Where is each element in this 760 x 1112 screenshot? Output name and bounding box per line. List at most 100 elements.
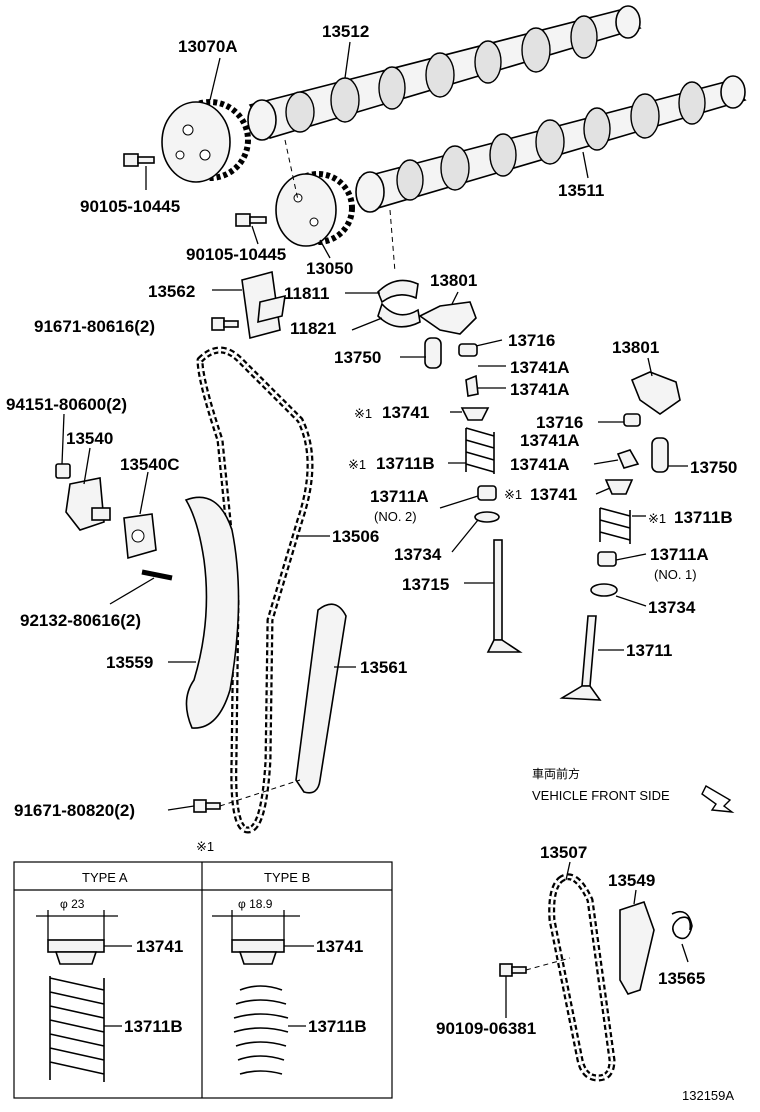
label-13741-b: 13741 [530, 485, 577, 504]
bearing-11821 [377, 302, 421, 328]
label-91671-80616: 91671-80616(2) [34, 317, 155, 336]
label-13741a-2: 13741A [510, 380, 570, 399]
washer-13734-b [590, 583, 618, 597]
guide-13559 [184, 496, 240, 729]
label-13750-a: 13750 [334, 348, 381, 367]
label-92132-80616: 92132-80616(2) [20, 611, 141, 630]
label-no1: (NO. 1) [654, 567, 697, 582]
legend-dia-b: φ 18.9 [238, 897, 273, 911]
guide-13561 [295, 603, 347, 794]
align-line-2 [389, 209, 396, 273]
shim-13716-b [623, 413, 641, 427]
label-13715: 13715 [402, 575, 449, 594]
label-13801-b: 13801 [612, 338, 659, 357]
legend-dia-a: φ 23 [60, 897, 85, 911]
valve-13715 [486, 539, 523, 653]
label-13512: 13512 [322, 22, 369, 41]
label-13562: 13562 [148, 282, 195, 301]
timing-chain-13506-inner [198, 348, 312, 832]
label-13741a-3: 13741A [520, 431, 580, 450]
label-13711b-b: 13711B [674, 508, 733, 527]
label-13716-b: 13716 [536, 413, 583, 432]
note-mark-13711b-a: ※1 [348, 457, 366, 472]
camshaft-13512 [247, 5, 642, 141]
label-90105-10445-a: 90105-10445 [80, 197, 180, 216]
retainer-13741-a [460, 407, 490, 421]
label-13734-a: 13734 [394, 545, 442, 564]
label-11821: 11821 [290, 319, 336, 338]
label-13750-b: 13750 [690, 458, 737, 477]
label-13711b-a: 13711B [376, 454, 435, 473]
rocker-arm-13801-a [418, 301, 477, 335]
legend-type-a: TYPE A [82, 870, 128, 885]
label-13549: 13549 [608, 871, 655, 890]
label-90105-10445-b: 90105-10445 [186, 245, 286, 264]
lash-adjuster-13750-a [424, 337, 442, 369]
label-13559: 13559 [106, 653, 153, 672]
stud-92132-80616 [141, 569, 173, 581]
spring-13565 [671, 910, 693, 940]
bolt-90109-06381 [499, 963, 527, 977]
bolt-91671-80820 [193, 799, 221, 813]
leader-lines [61, 41, 689, 1018]
vehicle-front-arrow-icon [701, 785, 735, 813]
label-13050: 13050 [306, 259, 353, 278]
bolt-90105-10445-a [123, 153, 155, 167]
vehicle-front-jp: 車両前方 [532, 766, 580, 781]
part-labels: 13070A 13512 13511 90105-10445 90105-104… [6, 22, 737, 1038]
label-13540: 13540 [66, 429, 113, 448]
oil-pump-chain-13507-inner [550, 875, 614, 1080]
label-no2: (NO. 2) [374, 509, 417, 524]
legend-note-mark: ※1 [196, 839, 214, 854]
note-mark-13711b-b: ※1 [648, 511, 666, 526]
retainer-13741-b [604, 479, 634, 495]
plate-13562 [241, 270, 286, 340]
note-mark-13741-b: ※1 [504, 487, 522, 502]
legend-b-13711b: 13711B [308, 1017, 367, 1036]
bearing-11811 [377, 279, 419, 304]
label-91671-80820: 91671-80820(2) [14, 801, 135, 820]
vehicle-front-en: VEHICLE FRONT SIDE [532, 788, 670, 803]
align-line-1 [284, 139, 299, 201]
shim-13716-a [458, 343, 478, 357]
legend-a-13711b: 13711B [124, 1017, 183, 1036]
label-13801-a: 13801 [430, 271, 477, 290]
label-13561: 13561 [360, 658, 407, 677]
label-13506: 13506 [332, 527, 379, 546]
label-13070a: 13070A [178, 37, 238, 56]
gasket-13540c [123, 513, 157, 560]
seat-13711a-a [477, 485, 497, 501]
label-11811: 11811 [284, 284, 329, 303]
label-13711a-a: 13711A [370, 487, 429, 506]
tensioner-13549 [619, 900, 655, 995]
label-13511: 13511 [558, 181, 604, 200]
bolt-91671-80616 [211, 317, 239, 331]
align-line-4 [525, 957, 571, 971]
bolt-90105-10445-b [235, 213, 267, 227]
rocker-arm-13801-b [630, 371, 681, 415]
tensioner-13540 [65, 477, 111, 531]
camshaft-13511 [355, 75, 747, 213]
valve-13711 [559, 615, 602, 701]
oil-pump-chain-13507 [548, 873, 616, 1082]
vvt-gear-13050 [275, 171, 355, 247]
washer-13734-a [474, 511, 500, 523]
seat-13711a-b [597, 551, 617, 567]
spring-13711b-b [599, 507, 631, 544]
vvt-gear-13070a [161, 99, 251, 183]
label-13741-a: 13741 [382, 403, 429, 422]
label-13507: 13507 [540, 843, 587, 862]
note-mark-13741-a: ※1 [354, 406, 372, 421]
spring-13711b-a [465, 427, 495, 474]
label-13711: 13711 [626, 641, 672, 660]
label-13540c: 13540C [120, 455, 180, 474]
label-13741a-1: 13741A [510, 358, 570, 377]
label-13711a-b: 13711A [650, 545, 709, 564]
lash-adjuster-13750-b [651, 437, 669, 473]
type-legend-table: TYPE A TYPE B φ 23 13741 13711B φ 18.9 1… [13, 861, 393, 1099]
legend-type-b: TYPE B [264, 870, 310, 885]
label-90109-06381: 90109-06381 [436, 1019, 536, 1038]
label-13741a-4: 13741A [510, 455, 570, 474]
keeper-13741a-b [616, 449, 640, 469]
